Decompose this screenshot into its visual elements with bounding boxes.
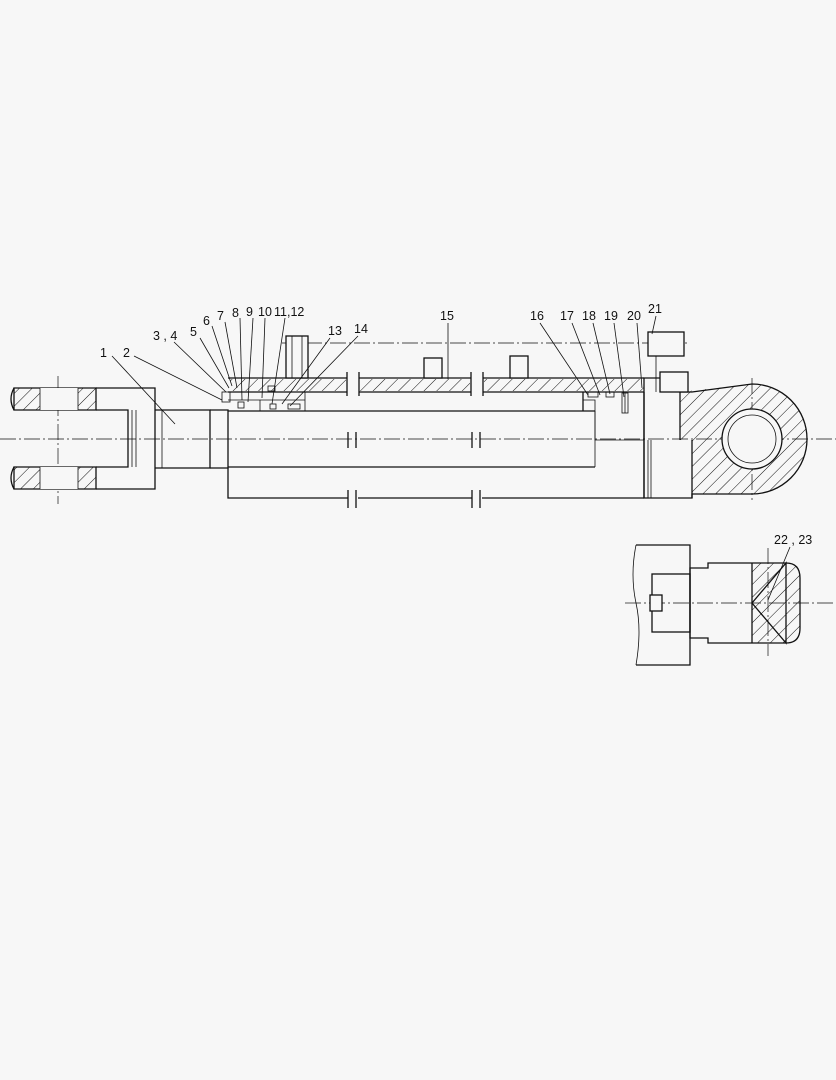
callout-2: 2 [123, 346, 130, 360]
leader-lines [111, 315, 791, 601]
callout-labels: 1 2 3 , 4 5 6 7 8 9 10 11,12 13 14 15 16… [100, 302, 812, 547]
callout-20: 20 [627, 309, 641, 323]
callout-19: 19 [604, 309, 618, 323]
cylinder-barrel [221, 335, 652, 508]
callout-8: 8 [232, 306, 239, 320]
callout-14: 14 [354, 322, 368, 336]
callout-17: 17 [560, 309, 574, 323]
callout-7: 7 [217, 309, 224, 323]
clevis-fork [10, 387, 156, 490]
callout-5: 5 [190, 325, 197, 339]
callout-11-12: 11,12 [274, 305, 304, 319]
callout-15: 15 [440, 309, 454, 323]
callout-16: 16 [530, 309, 544, 323]
callout-22-23: 22 , 23 [774, 533, 812, 547]
callout-3-4: 3 , 4 [153, 329, 177, 343]
piston-rod [155, 409, 595, 469]
callout-13: 13 [328, 324, 342, 338]
callout-6: 6 [203, 314, 210, 328]
callout-9: 9 [246, 305, 253, 319]
callout-21: 21 [648, 302, 662, 316]
break-marks [346, 372, 484, 508]
callout-10: 10 [258, 305, 272, 319]
detail-view-cap [632, 544, 801, 666]
callout-18: 18 [582, 309, 596, 323]
callout-1: 1 [100, 346, 107, 360]
rear-eye [643, 331, 808, 499]
